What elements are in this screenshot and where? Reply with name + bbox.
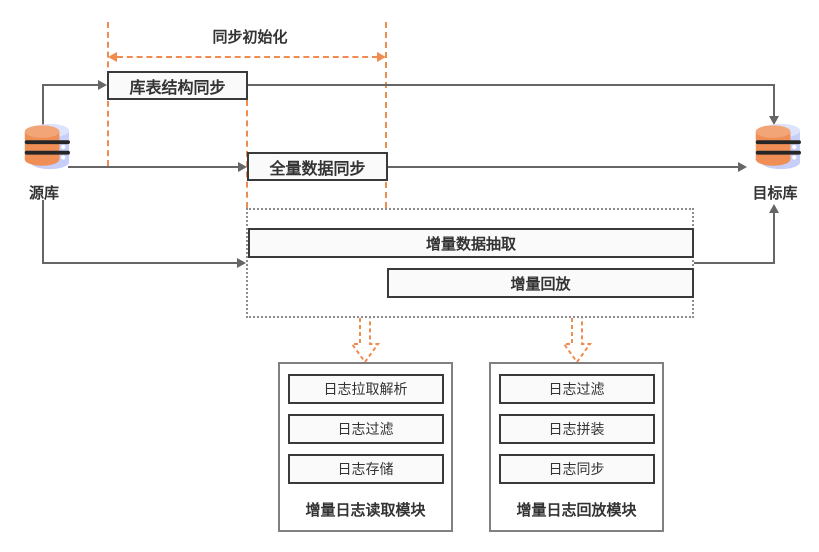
arrowhead-into-target-bottom-icon	[769, 204, 779, 213]
connector-source-to-schema-line	[42, 85, 44, 125]
connector-schema-to-target-line	[773, 84, 775, 117]
source-database-icon	[24, 123, 70, 170]
module-item: 日志同步	[498, 454, 655, 484]
dashed-down-arrow-icon	[350, 318, 380, 364]
module-incremental-log-read: 日志拉取解析 日志过滤 日志存储 增量日志读取模块	[278, 362, 453, 532]
module-item: 日志拼装	[498, 414, 655, 444]
step-box-incremental-replay: 增量回放	[387, 268, 694, 298]
target-database-icon	[755, 123, 801, 170]
connector-full-to-target-line	[388, 166, 739, 168]
phase-range-arrow	[117, 56, 378, 58]
module-item: 日志拉取解析	[287, 374, 444, 404]
arrowhead-into-schema-icon	[98, 80, 107, 90]
arrowhead-into-target-top-icon	[769, 116, 779, 125]
module-label: 增量日志读取模块	[305, 501, 426, 519]
module-item: 日志存储	[287, 454, 444, 484]
arrow-right-icon	[377, 52, 386, 62]
step-box-schema-sync: 库表结构同步	[107, 71, 248, 100]
module-incremental-log-replay: 日志过滤 日志拼装 日志同步 增量日志回放模块	[489, 362, 664, 532]
connector-container-to-target-line	[773, 213, 775, 264]
phase-label: 同步初始化	[212, 28, 288, 46]
source-database: 源库	[12, 121, 76, 203]
connector-source-to-full-line	[68, 166, 239, 168]
connector-source-to-schema-line	[42, 84, 100, 86]
arrowhead-into-target-left-icon	[738, 162, 747, 172]
arrowhead-into-full-icon	[238, 162, 247, 172]
connector-schema-to-target-line	[248, 84, 775, 86]
connector-container-to-target-line	[694, 262, 774, 264]
module-item: 日志过滤	[287, 414, 444, 444]
target-database: 目标库	[743, 121, 807, 203]
source-database-label: 源库	[28, 184, 59, 202]
arrow-left-icon	[108, 52, 117, 62]
module-item: 日志过滤	[498, 374, 655, 404]
arrowhead-into-container-icon	[237, 258, 246, 268]
step-box-full-sync: 全量数据同步	[247, 152, 388, 181]
incremental-phase-container	[246, 208, 694, 318]
connector-source-to-container-line	[42, 262, 237, 264]
connector-source-to-container-line	[42, 200, 44, 263]
module-label: 增量日志回放模块	[516, 501, 637, 519]
target-database-label: 目标库	[752, 184, 798, 202]
step-box-incremental-extract: 增量数据抽取	[248, 228, 694, 258]
dashed-down-arrow-icon	[562, 318, 592, 364]
phase-boundary-right-line	[385, 22, 387, 208]
